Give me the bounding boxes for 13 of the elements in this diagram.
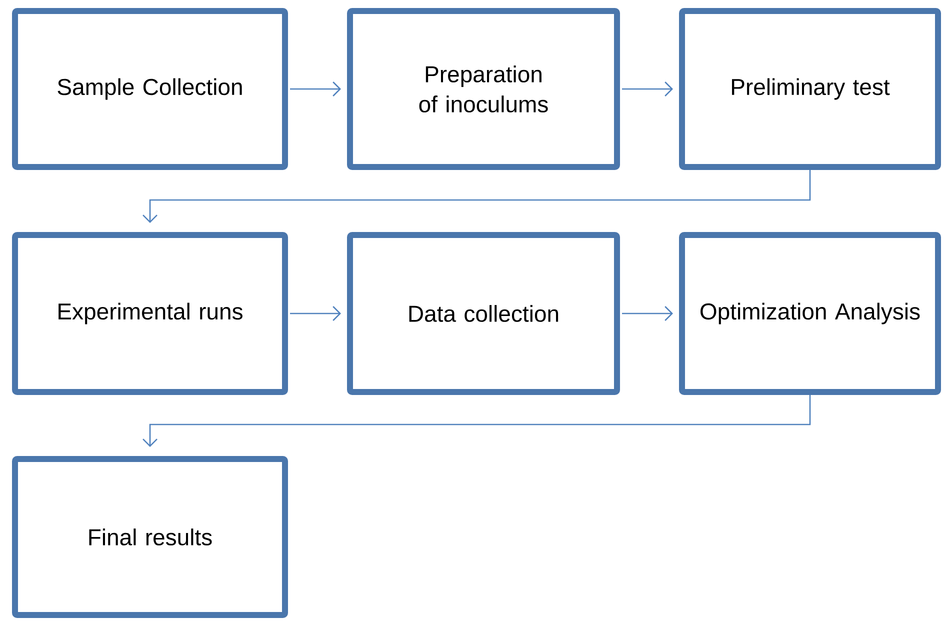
process-box: Sample Collection <box>12 8 288 170</box>
arrow <box>142 170 811 223</box>
process-box: Data collection <box>347 232 620 395</box>
process-box: Optimization Analysis <box>679 232 941 395</box>
process-box: Preparation of inoculums <box>347 8 620 170</box>
arrow <box>290 82 341 96</box>
process-box: Experimental runs <box>12 232 288 395</box>
arrow <box>290 306 341 321</box>
arrow <box>622 306 673 321</box>
process-box: Final results <box>12 456 288 618</box>
arrow <box>142 394 811 447</box>
process-box: Preliminary test <box>679 8 941 170</box>
arrow <box>622 82 673 96</box>
